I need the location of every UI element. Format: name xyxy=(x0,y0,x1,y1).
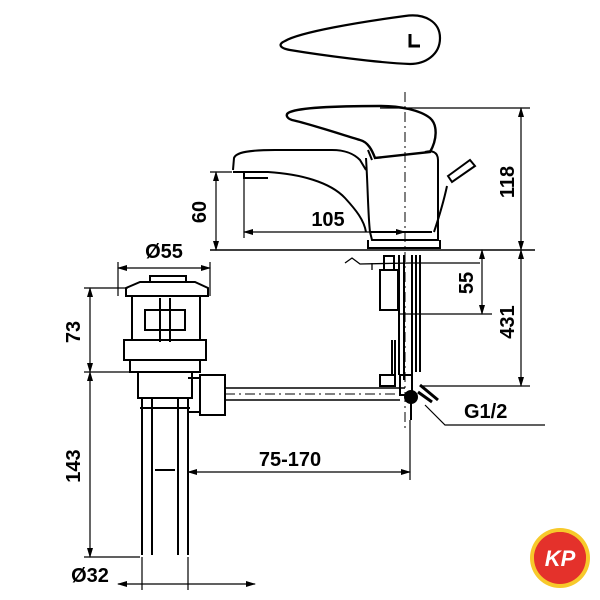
label-thread-g12: G1/2 xyxy=(464,401,507,423)
brand-logo: KP xyxy=(530,528,590,588)
label-height-73: 73 xyxy=(63,321,85,343)
label-reach-75-170: 75-170 xyxy=(259,449,321,471)
dimension-lines xyxy=(84,107,545,590)
label-depth-55: 55 xyxy=(456,272,478,294)
label-height-143: 143 xyxy=(63,449,85,482)
label-height-118: 118 xyxy=(497,166,519,198)
label-depth-431: 431 xyxy=(497,305,519,338)
label-diameter-32: Ø32 xyxy=(71,565,109,587)
label-diameter-55: Ø55 xyxy=(145,241,183,263)
handle-top-view xyxy=(279,14,442,66)
faucet-body xyxy=(232,92,477,430)
pop-up-waste xyxy=(123,275,410,555)
logo-text: KP xyxy=(545,546,576,571)
dimension-labels: Ø55 73 143 60 105 118 55 431 G1/2 75-170… xyxy=(63,166,519,587)
counter-top xyxy=(210,249,535,270)
label-height-60: 60 xyxy=(189,201,211,223)
label-width-105: 105 xyxy=(311,209,344,231)
